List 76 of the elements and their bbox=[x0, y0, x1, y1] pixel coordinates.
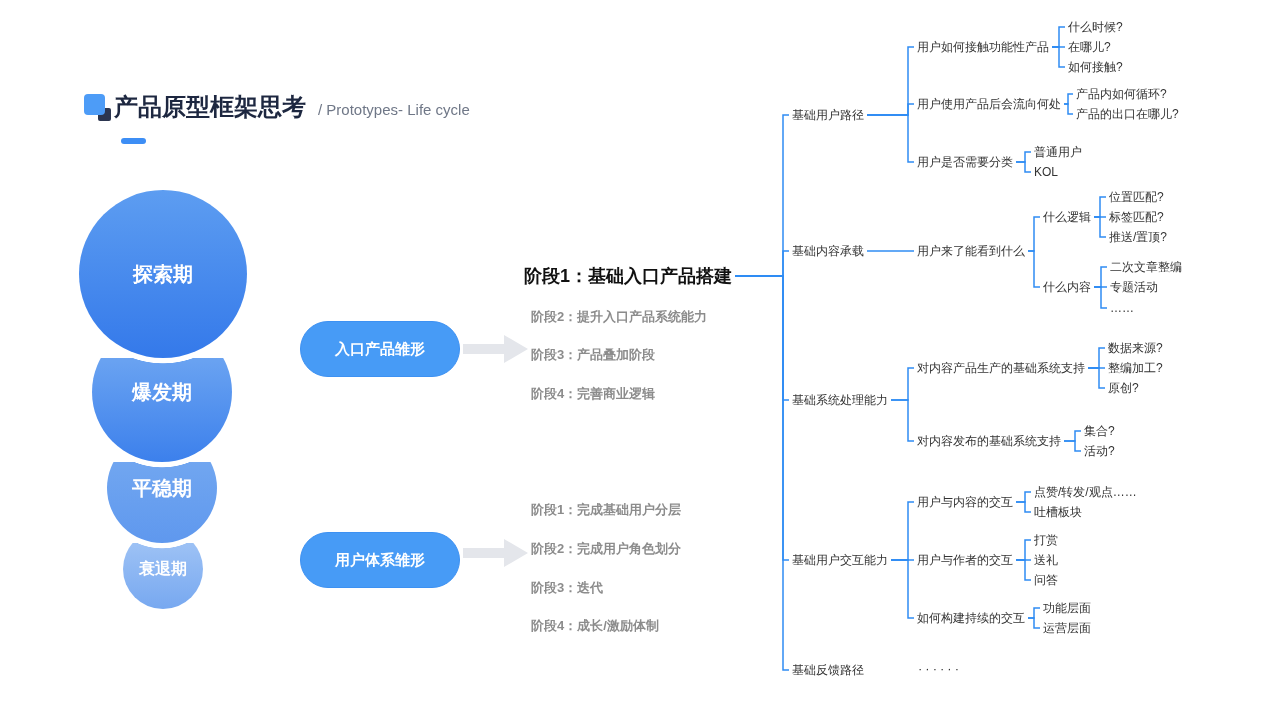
connector-line bbox=[1015, 501, 1032, 513]
stage-heading: 阶段1：基础入口产品搭建 bbox=[524, 264, 732, 288]
branch-label: 什么逻辑 bbox=[1043, 209, 1091, 225]
branch-label: 二次文章整编 bbox=[1110, 259, 1182, 275]
branch-label: 产品内如何循环? bbox=[1076, 86, 1167, 102]
branch-label: 运营层面 bbox=[1043, 620, 1091, 636]
branch-label: 用户如何接触功能性产品 bbox=[917, 39, 1049, 55]
branch-label: 用户与内容的交互 bbox=[917, 494, 1013, 510]
branch-label: 基础系统处理能力 bbox=[792, 392, 888, 408]
stage-text: 阶段2：提升入口产品系统能力 bbox=[531, 308, 708, 326]
stage-text: 阶段4：成长/激励体制 bbox=[531, 617, 659, 635]
branch-label: 在哪儿? bbox=[1068, 39, 1111, 55]
branch-label: 用户来了能看到什么 bbox=[917, 243, 1025, 259]
branch-label: 什么内容 bbox=[1043, 279, 1091, 295]
branch-label: 吐槽板块 bbox=[1034, 504, 1082, 520]
phase-circle: 探索期 bbox=[79, 190, 247, 358]
branch-label: 送礼 bbox=[1034, 552, 1058, 568]
connector-line bbox=[1063, 103, 1074, 115]
connector-line bbox=[866, 114, 915, 163]
branch-label: 推送/置顶? bbox=[1109, 229, 1167, 245]
branch-label: 标签匹配? bbox=[1109, 209, 1164, 225]
connector-line bbox=[866, 250, 915, 252]
phase-circle: 爆发期 bbox=[92, 358, 232, 462]
arrow bbox=[463, 335, 528, 363]
connector-line bbox=[1087, 367, 1106, 389]
branch-label: 原创? bbox=[1108, 380, 1139, 396]
branch-label: 问答 bbox=[1034, 572, 1058, 588]
branch-label: 用户使用产品后会流向何处 bbox=[917, 96, 1061, 112]
page-title: 产品原型框架思考 bbox=[114, 92, 306, 122]
branch-label: 打赏 bbox=[1034, 532, 1058, 548]
branch-label: 用户与作者的交互 bbox=[917, 552, 1013, 568]
branch-label: 点赞/转发/观点…… bbox=[1034, 484, 1137, 500]
branch-label: 什么时候? bbox=[1068, 19, 1123, 35]
branch-label: 活动? bbox=[1084, 443, 1115, 459]
stage-text: 阶段3：产品叠加阶段 bbox=[531, 346, 656, 364]
branch-label: 如何构建持续的交互 bbox=[917, 610, 1025, 626]
connector-line bbox=[1093, 216, 1107, 238]
branch-label: 基础用户交互能力 bbox=[792, 552, 888, 568]
branch-label: 用户是否需要分类 bbox=[917, 154, 1013, 170]
stage-text: 阶段4：完善商业逻辑 bbox=[531, 385, 656, 403]
arrow bbox=[463, 539, 528, 567]
stage-text: 阶段1：完成基础用户分层 bbox=[531, 501, 682, 519]
branch-label: 功能层面 bbox=[1043, 600, 1091, 616]
stage-pill: 入口产品雏形 bbox=[300, 321, 460, 377]
connector-line bbox=[1027, 250, 1041, 288]
branch-label: 位置匹配? bbox=[1109, 189, 1164, 205]
branch-label: 基础反馈路径 bbox=[792, 662, 864, 678]
stage-text: 阶段3：迭代 bbox=[531, 579, 604, 597]
connector-line bbox=[1063, 440, 1082, 452]
ellipsis-text: ······ bbox=[918, 660, 962, 678]
branch-label: 集合? bbox=[1084, 423, 1115, 439]
phase-circle: 衰退期 bbox=[123, 543, 203, 609]
connector-line bbox=[890, 559, 915, 619]
branch-label: 数据来源? bbox=[1108, 340, 1163, 356]
phase-circle: 平稳期 bbox=[107, 462, 217, 543]
connector-line bbox=[890, 399, 915, 442]
connector-line bbox=[1051, 46, 1066, 68]
connector-line bbox=[1015, 161, 1032, 173]
connector-line bbox=[1015, 559, 1032, 581]
branch-label: 普通用户 bbox=[1034, 144, 1082, 160]
branch-label: 产品的出口在哪儿? bbox=[1076, 106, 1179, 122]
stage-pill: 用户体系雏形 bbox=[300, 532, 460, 588]
branch-label: 对内容产品生产的基础系统支持 bbox=[917, 360, 1085, 376]
connector-line bbox=[1093, 286, 1108, 309]
connector-line bbox=[734, 275, 790, 671]
branch-label: KOL bbox=[1034, 164, 1058, 180]
branch-label: 整编加工? bbox=[1108, 360, 1163, 376]
branch-label: 基础用户路径 bbox=[792, 107, 864, 123]
branch-label: 对内容发布的基础系统支持 bbox=[917, 433, 1061, 449]
stage-text: 阶段2：完成用户角色划分 bbox=[531, 540, 682, 558]
branch-label: 专题活动 bbox=[1110, 279, 1158, 295]
branch-label: 如何接触? bbox=[1068, 59, 1123, 75]
subtitle-text: / Prototypes- Life cycle bbox=[318, 100, 470, 120]
branch-label: 基础内容承载 bbox=[792, 243, 864, 259]
branch-label: …… bbox=[1110, 300, 1134, 316]
connector-line bbox=[1027, 617, 1041, 629]
